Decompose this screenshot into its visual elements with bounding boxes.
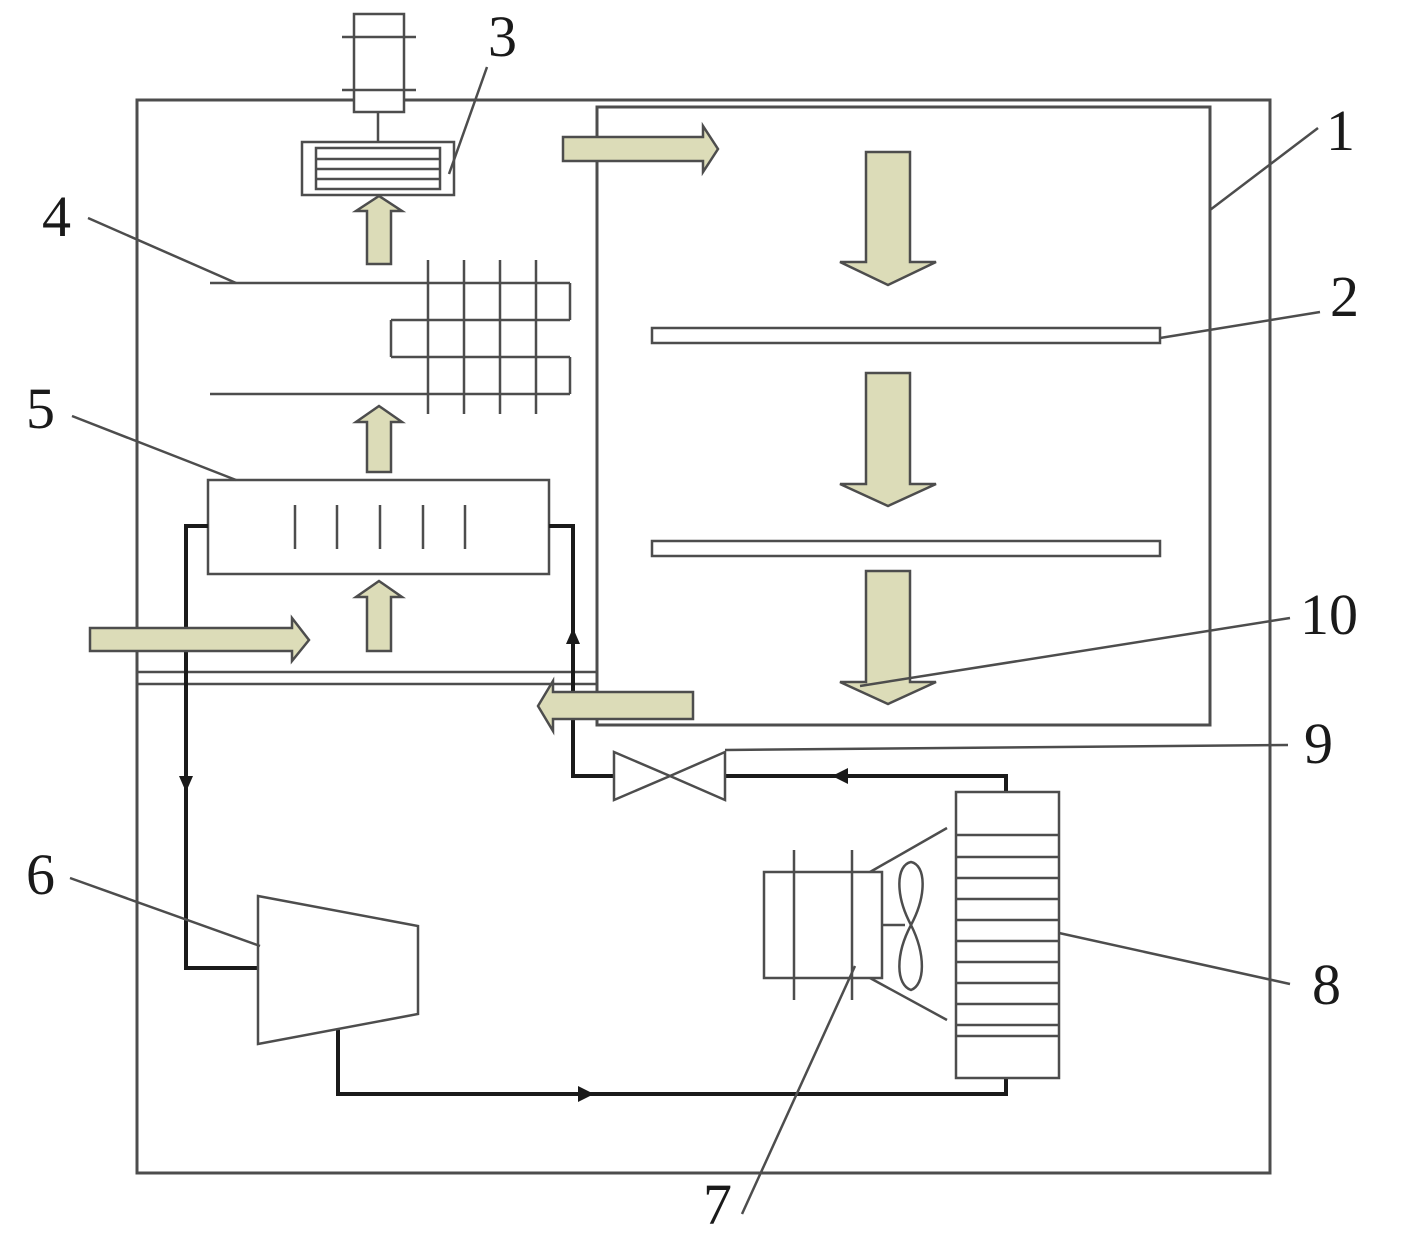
label-4: 4 [42,184,71,249]
label-6: 6 [26,842,55,907]
leader-10 [859,616,1291,688]
leader-3 [447,66,489,175]
airflow-arrow-down-2 [839,371,937,508]
outdoor-fan [762,826,948,1022]
expansion-valve [612,750,727,802]
liquid-line [725,774,1008,792]
leader-2 [1159,310,1321,340]
refrigerant-circuit [179,524,1008,1102]
outdoor-heat-exchanger [954,790,1061,1080]
airflow-arrow-into-chamber [561,121,720,177]
fan-motor [352,12,406,114]
label-7: 7 [703,1172,732,1237]
airflow-arrow-down-1 [839,150,937,287]
leader-6 [69,876,261,948]
label-3: 3 [488,4,517,69]
airflow-arrow-return [536,676,695,736]
airflow-arrow-up-3 [352,579,406,653]
suction-line [184,524,258,970]
evaporator [206,478,551,576]
drying-chamber [595,105,1212,727]
label-5: 5 [26,376,55,441]
airflow-arrows [88,121,937,736]
label-1: 1 [1326,98,1355,163]
leader-1 [1209,127,1319,211]
circulation-fan [300,12,456,197]
outdoor-fan-motor [762,870,884,980]
airflow-arrow-up-2 [352,404,406,474]
airflow-arrow-up-1 [351,194,407,266]
tray-lower [650,539,1162,558]
leader-5 [71,414,237,482]
leader-4 [87,216,237,285]
leader-7 [740,965,857,1215]
leader-lines [69,66,1321,1215]
partition [137,670,597,686]
condenser-coil [210,260,572,414]
airflow-arrow-inlet [88,614,311,665]
label-9: 9 [1304,711,1333,776]
label-8: 8 [1312,952,1341,1017]
fan-blade [898,860,924,992]
flow-arrow-right [578,1086,594,1102]
flow-arrow-down [179,776,193,792]
airflow-arrow-down-3 [839,569,937,706]
tray-upper [650,326,1162,345]
flow-arrow-left [832,768,848,784]
return-line [549,524,614,778]
leader-9 [724,743,1289,752]
label-10: 10 [1300,582,1358,647]
discharge-line [336,1030,1008,1096]
label-2: 2 [1330,264,1359,329]
compressor [256,894,420,1046]
leader-8 [1058,931,1291,986]
flow-arrow-up [566,628,580,644]
